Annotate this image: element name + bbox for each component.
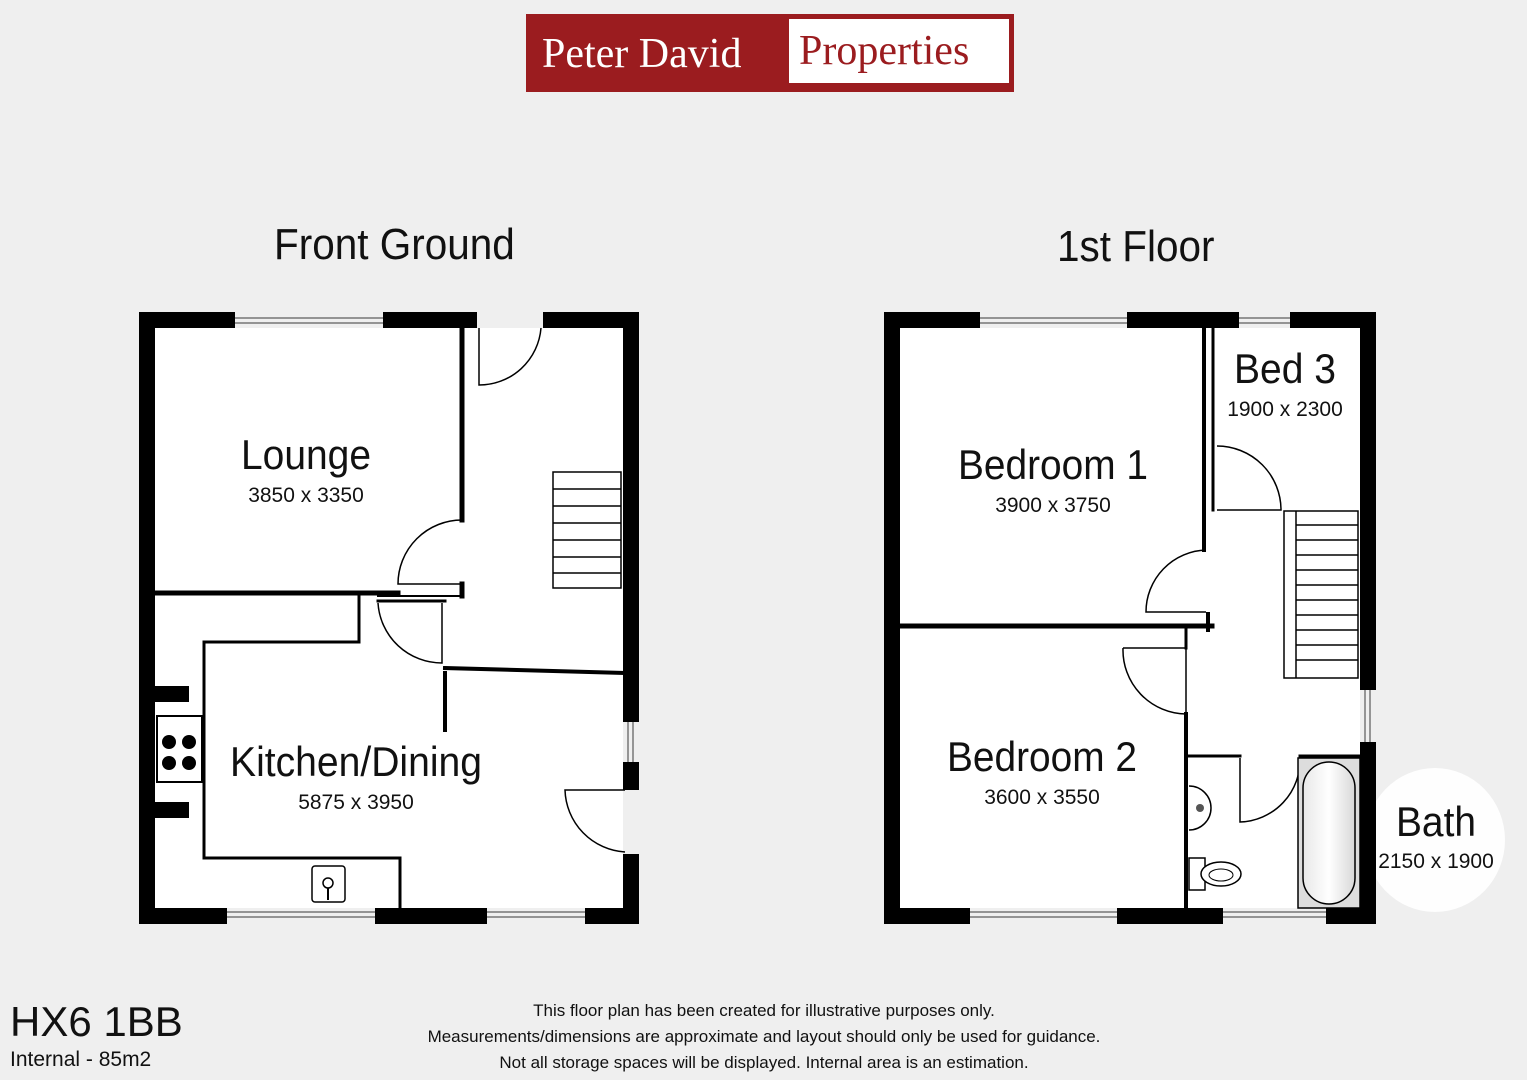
logo-left-text: Peter David xyxy=(542,31,742,77)
bath-dims: 2150 x 1900 xyxy=(1378,850,1494,873)
logo-right-text: Properties xyxy=(789,19,1009,83)
bedroom1-name: Bedroom 1 xyxy=(958,441,1148,488)
cooker-icon xyxy=(155,686,203,818)
kitchen-dims: 5875 x 3950 xyxy=(298,791,414,814)
bed3-dims: 1900 x 2300 xyxy=(1227,398,1343,421)
bath-name: Bath xyxy=(1396,798,1476,845)
company-logo: Peter David Properties xyxy=(526,14,1014,92)
internal-area: Internal - 85m2 xyxy=(10,1048,152,1071)
lounge-name: Lounge xyxy=(241,431,371,478)
first-stairs xyxy=(1283,510,1359,679)
bedroom1-dims: 3900 x 3750 xyxy=(995,494,1111,517)
disclaimer-line: This floor plan has been created for ill… xyxy=(533,1001,995,1020)
bedroom2-name: Bedroom 2 xyxy=(947,733,1137,780)
basin-icon xyxy=(1188,785,1212,831)
toilet-icon xyxy=(1188,857,1242,891)
disclaimer: This floor plan has been created for ill… xyxy=(352,998,1176,1076)
ground-floor-plan: Lounge 3850 x 3350 Kitchen/Dining 5875 x… xyxy=(139,312,639,924)
bedroom2-dims: 3600 x 3550 xyxy=(984,786,1100,809)
ground-floor-title: Front Ground xyxy=(274,220,515,269)
kitchen-name: Kitchen/Dining xyxy=(230,738,482,785)
ground-stairs xyxy=(552,471,622,589)
first-floor-title: 1st Floor xyxy=(1057,222,1215,271)
postcode: HX6 1BB xyxy=(10,998,183,1045)
ground-outer-walls xyxy=(139,312,639,924)
disclaimer-line: Measurements/dimensions are approximate … xyxy=(427,1027,1101,1046)
lounge-dims: 3850 x 3350 xyxy=(248,484,364,507)
first-outer-walls xyxy=(884,312,1376,924)
first-floor-plan: Bedroom 1 3900 x 3750 Bedroom 2 3600 x 3… xyxy=(884,312,1505,924)
disclaimer-line: Not all storage spaces will be displayed… xyxy=(499,1053,1029,1072)
sink-icon xyxy=(311,865,346,903)
bathtub-icon xyxy=(1297,757,1361,909)
bed3-name: Bed 3 xyxy=(1234,345,1336,392)
